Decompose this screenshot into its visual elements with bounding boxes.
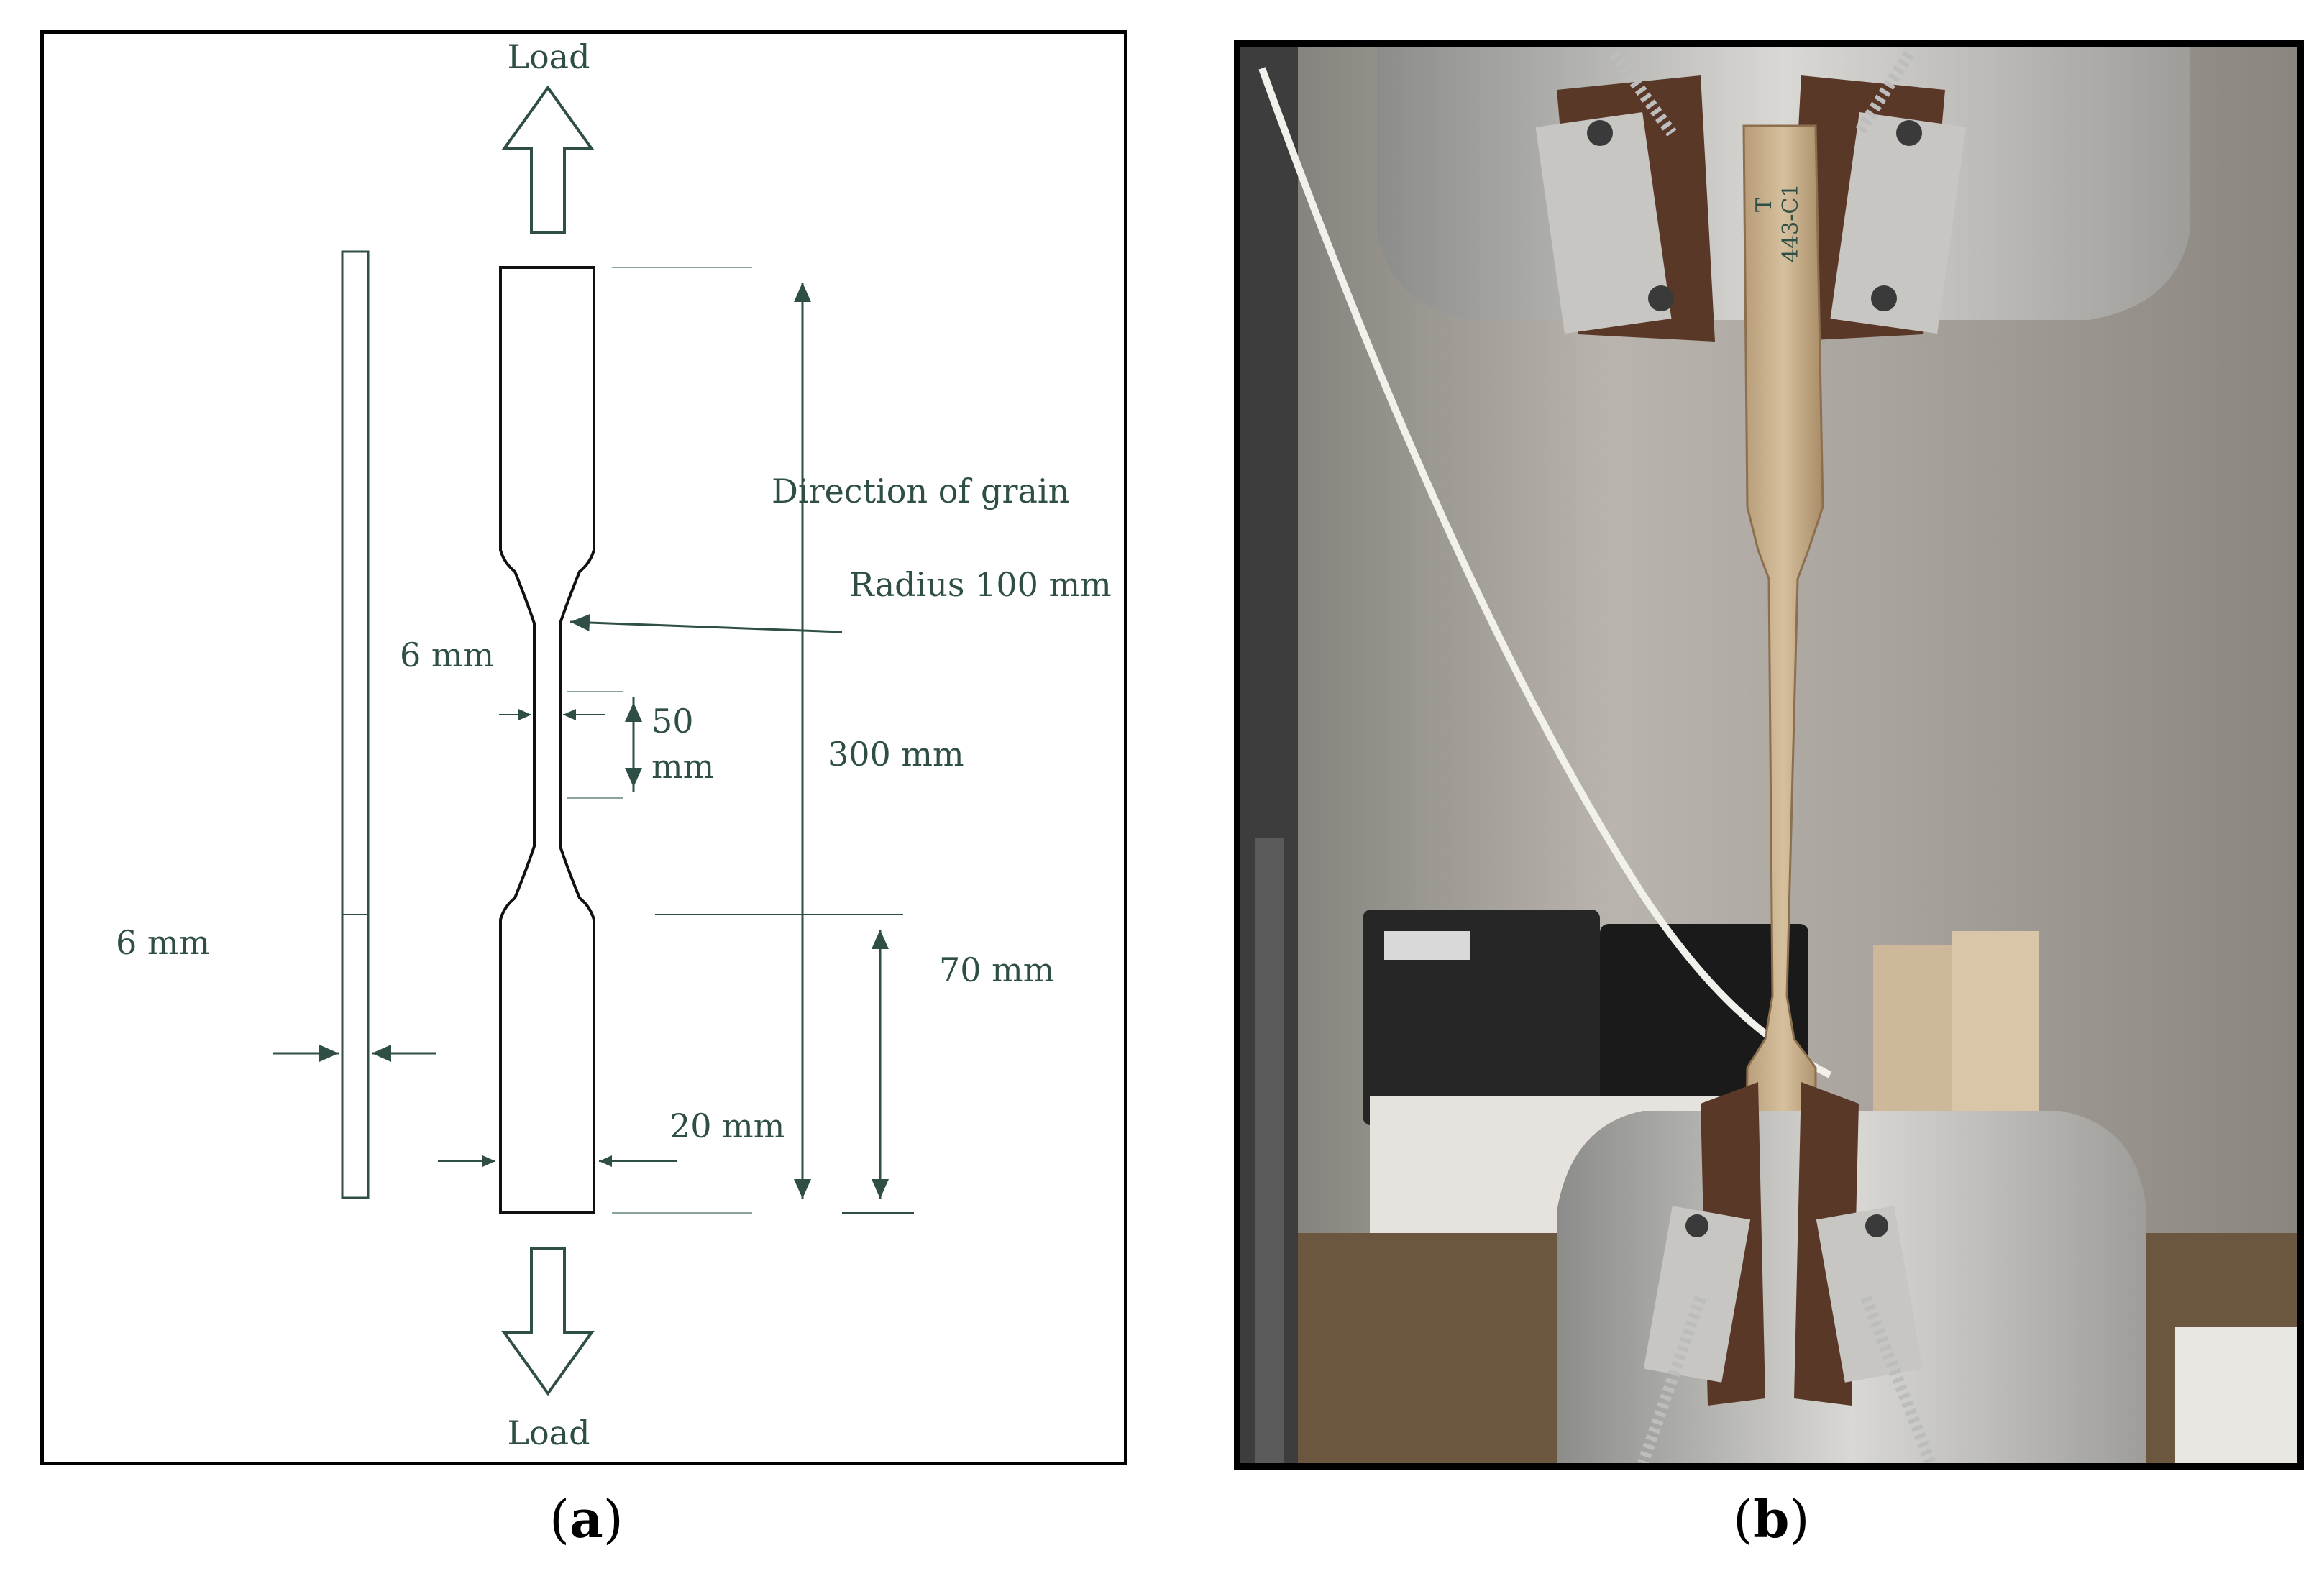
radius-leader <box>569 614 843 633</box>
caption-b-close: ) <box>1789 1489 1810 1549</box>
load-arrow-down <box>501 1247 595 1396</box>
dim-50-unit-label: mm <box>651 747 714 786</box>
direction-of-grain-label: Direction of grain <box>772 472 1069 510</box>
radius-label: Radius 100 mm <box>849 565 1112 604</box>
caption-b-open: ( <box>1733 1489 1754 1549</box>
specimen-drawing: Load Load Direction of grain Radius 100 … <box>116 37 1112 1452</box>
dim-20-label: 20 mm <box>669 1107 784 1145</box>
dim-6mm-neck-label: 6 mm <box>400 636 494 674</box>
dim-6mm-thickness-label: 6 mm <box>116 923 210 962</box>
side-view-strip <box>341 250 370 1199</box>
specimen-label-line1: T <box>1752 198 1777 212</box>
load-arrow-up <box>501 85 595 234</box>
dim-300-arrow <box>612 267 811 1214</box>
caption-b-letter: b <box>1753 1488 1790 1549</box>
caption-a-close: ) <box>603 1489 623 1549</box>
dim-50-label: 50 <box>651 702 694 741</box>
caption-b: (b) <box>1733 1488 1810 1549</box>
tensile-test-photo: T 443-C1 <box>1240 47 2297 1463</box>
dim-70-arrow <box>655 914 914 1214</box>
dim-70-label: 70 mm <box>939 950 1054 989</box>
caption-a: (a) <box>549 1488 623 1549</box>
caption-a-open: ( <box>549 1489 570 1549</box>
caption-a-letter: a <box>569 1488 603 1549</box>
load-top-label: Load <box>507 37 590 76</box>
load-bottom-label: Load <box>507 1414 590 1452</box>
dogbone-outline <box>499 266 595 1214</box>
dim-300-label: 300 mm <box>828 735 964 774</box>
specimen-label-line2: 443-C1 <box>1778 184 1803 262</box>
test-photo-panel: T 443-C1 <box>1234 40 2304 1470</box>
dim-50-arrow <box>567 691 642 799</box>
drawing-panel: Load Load Direction of grain Radius 100 … <box>40 30 1127 1465</box>
